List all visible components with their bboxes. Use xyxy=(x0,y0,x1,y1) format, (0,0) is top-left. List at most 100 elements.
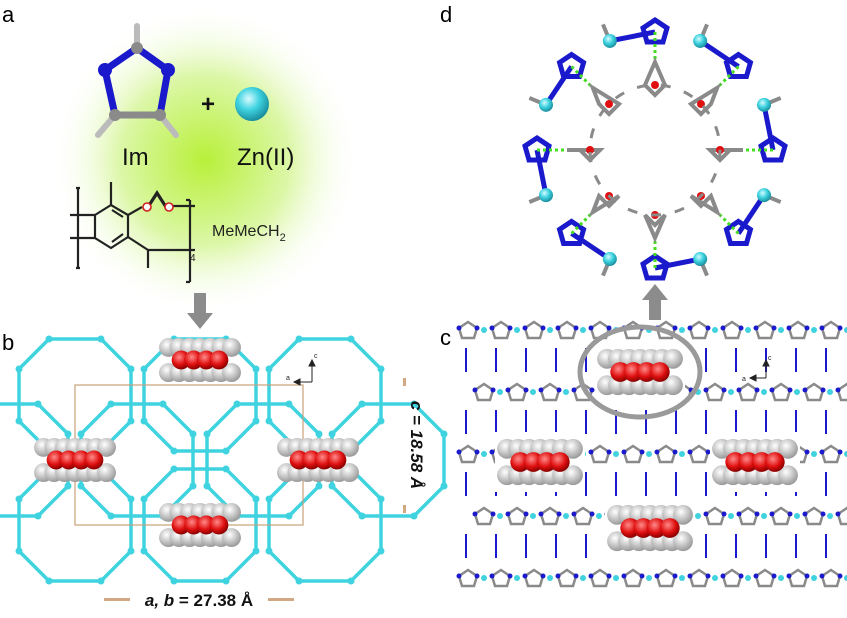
nitrogen-atom xyxy=(523,511,529,517)
imidazolate-ring xyxy=(721,320,743,340)
nitrogen-atom xyxy=(753,573,759,579)
nitrogen-atom xyxy=(606,449,612,455)
nitrogen-atom xyxy=(771,325,777,331)
aryl-ring xyxy=(642,56,668,98)
axis-label-c-b: c xyxy=(314,353,318,360)
repeat-subscript: 4 xyxy=(190,253,196,264)
nitrogen-atom xyxy=(787,511,793,517)
oxygen-atom xyxy=(649,362,670,382)
imidazolate-ring xyxy=(572,506,594,526)
guest-macrocycles-b xyxy=(34,337,359,548)
zinc-node xyxy=(440,430,448,438)
zinc-node xyxy=(285,400,293,408)
nitrogen-atom xyxy=(474,325,480,331)
panel-a: a + Im Zn(II) xyxy=(2,2,360,329)
nitrogen-atom xyxy=(555,573,561,579)
imidazolate-ring xyxy=(490,320,512,340)
nitrogen-atom xyxy=(819,325,825,331)
guest-macrocycles-c xyxy=(495,342,800,558)
imidazolate-ring xyxy=(523,320,545,340)
zn-n-bond xyxy=(609,29,656,44)
zinc-node xyxy=(127,417,135,425)
zinc-node xyxy=(233,400,241,408)
nitrogen-atom xyxy=(639,573,645,579)
zinc-node xyxy=(15,365,23,373)
cage-octagon xyxy=(330,402,446,518)
zinc-atom xyxy=(538,97,553,112)
nitrogen-atom xyxy=(753,325,759,331)
cage-octagon xyxy=(267,337,383,453)
hydrogen-atom xyxy=(340,463,359,483)
zinc-node xyxy=(222,465,230,473)
imidazolate-ring xyxy=(721,568,743,588)
oxygen-atom xyxy=(696,100,705,109)
nitrogen-atom xyxy=(819,449,825,455)
macrocycle-label: MeMeCH2 xyxy=(212,223,286,244)
nitrogen-atom xyxy=(540,573,546,579)
nitrogen-atom xyxy=(507,573,513,579)
zinc-node xyxy=(547,327,553,333)
imidazolate-ring xyxy=(490,568,512,588)
nitrogen-atom xyxy=(654,449,660,455)
zinc-node xyxy=(34,512,42,520)
nitrogen-atom xyxy=(819,573,825,579)
nitrogen-atom xyxy=(588,573,594,579)
down-arrow-icon xyxy=(187,293,213,329)
panel-d: d xyxy=(440,2,788,281)
nitrogen-atom xyxy=(540,325,546,331)
nitrogen-atom xyxy=(538,511,544,517)
panel-b: b c a c = 18.58 Å a, b = 27.38 Å xyxy=(0,330,448,610)
panel-label-c: c xyxy=(440,325,451,350)
nitrogen-atom xyxy=(837,449,843,455)
hydrogen-atom xyxy=(663,348,683,369)
nitrogen-atom xyxy=(672,573,678,579)
aryl-ring xyxy=(588,82,623,117)
zinc-node xyxy=(514,327,520,333)
nitrogen-atom xyxy=(489,573,495,579)
imidazolate-ring xyxy=(820,320,842,340)
zinc-atom xyxy=(602,33,617,48)
zinc-node xyxy=(613,575,619,581)
imidazolate-ring xyxy=(655,568,677,588)
nitrogen-atom xyxy=(771,573,777,579)
nitrogen-atom xyxy=(571,511,577,517)
aryl-ring xyxy=(687,82,722,117)
hydrogen-atom xyxy=(563,465,583,486)
dimension-c-label: c = 18.58 Å xyxy=(407,401,426,489)
nitrogen-atom xyxy=(456,325,462,331)
nitrogen-atom xyxy=(804,449,810,455)
zinc-node xyxy=(844,451,847,457)
macrocycle-backbone xyxy=(588,83,722,217)
zinc-node xyxy=(646,575,652,581)
nitrogen-atom xyxy=(556,387,562,393)
nitrogen-atom xyxy=(474,573,480,579)
zinc-node xyxy=(127,547,135,555)
nitrogen-atom xyxy=(705,449,711,455)
zinc-node xyxy=(481,327,487,333)
imidazolate-ring xyxy=(457,444,479,464)
zinc-node xyxy=(728,513,734,519)
zinc-label: Zn(II) xyxy=(237,144,294,171)
zinc-node xyxy=(315,482,323,490)
zinc-node xyxy=(77,482,85,490)
zinc-atom xyxy=(757,188,772,203)
imidazolate-ring xyxy=(820,444,842,464)
zinc-node xyxy=(794,513,800,519)
zinc-node xyxy=(252,365,260,373)
nitrogen-atom xyxy=(589,511,595,517)
nitrogen-atom xyxy=(505,511,511,517)
macrocycle-structure-icon xyxy=(70,182,195,284)
zinc-node xyxy=(189,430,197,438)
dimension-ab-label: a, b = 27.38 Å xyxy=(145,591,253,610)
imidazolate-ring xyxy=(589,568,611,588)
nitrogen-atom xyxy=(802,511,808,517)
zinc-node xyxy=(222,577,230,585)
zinc-node xyxy=(481,575,487,581)
axis-label-a-c: a xyxy=(742,376,746,383)
zinc-node xyxy=(712,327,718,333)
imidazolate-ring xyxy=(803,506,825,526)
imidazolate-ring xyxy=(506,382,528,402)
hydrogen-atom xyxy=(673,504,693,525)
zinc-node xyxy=(679,327,685,333)
nitrogen-atom xyxy=(820,387,826,393)
